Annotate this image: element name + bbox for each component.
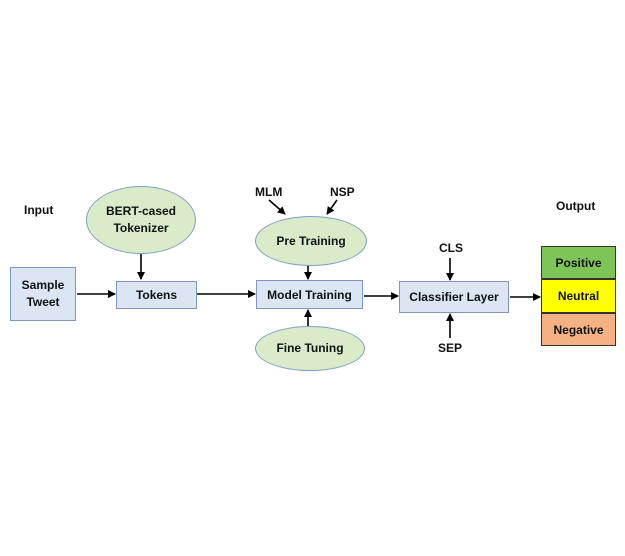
mlm-label: MLM [255, 185, 283, 199]
pre-training-node: Pre Training [255, 216, 367, 266]
cls-label: CLS [439, 241, 463, 255]
output-neutral: Neutral [541, 279, 616, 313]
nsp-label: NSP [330, 185, 355, 199]
classifier-layer-box: Classifier Layer [399, 281, 509, 313]
model-training-box: Model Training [256, 280, 363, 309]
sep-label: SEP [438, 341, 463, 355]
output-positive: Positive [541, 246, 616, 279]
input-label: Input [24, 203, 54, 217]
tokens-box: Tokens [116, 281, 197, 309]
output-label: Output [556, 199, 596, 213]
arrow-nsp-to-pre-training [326, 199, 338, 215]
tokenizer-node: BERT-cased Tokenizer [86, 186, 196, 254]
output-negative: Negative [541, 313, 616, 346]
arrow-mlm-to-pre-training [268, 199, 286, 215]
sample-tweet-box: Sample Tweet [10, 267, 76, 321]
fine-tuning-node: Fine Tuning [255, 326, 365, 371]
